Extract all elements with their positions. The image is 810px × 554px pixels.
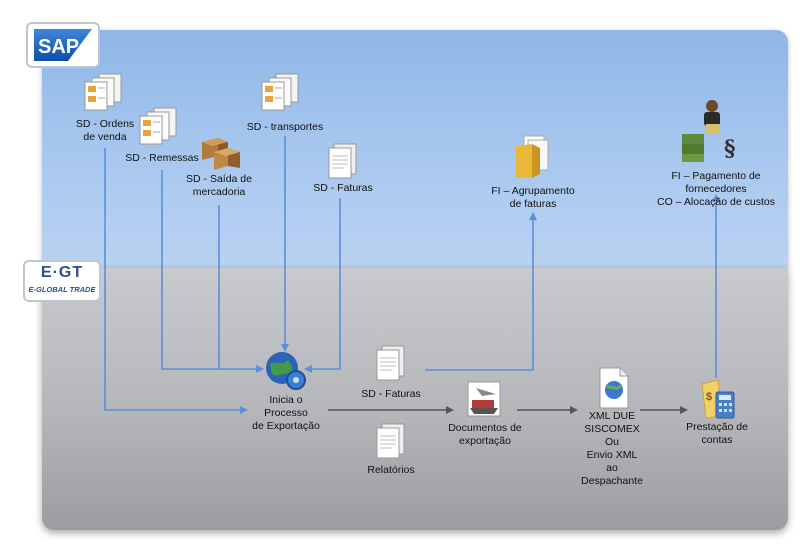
export-documents-icon <box>467 381 501 417</box>
svg-text:§: § <box>724 136 736 162</box>
boxes-icon <box>202 138 240 170</box>
document-stack-icon <box>84 73 122 111</box>
label-sd-remessas: SD - Remessas <box>125 152 199 164</box>
arrow-ordens-to-inicia <box>104 148 248 414</box>
globe-gear-icon <box>266 352 306 390</box>
egt-logo: E·GT E-GLOBAL TRADE <box>23 260 101 302</box>
svg-text:$: $ <box>706 391 712 403</box>
label-relatorios: Relatórios <box>367 464 415 476</box>
payment-icon: § <box>682 100 736 162</box>
egt-logo-subtitle: E-GLOBAL TRADE <box>28 285 96 294</box>
document-stack-icon <box>261 73 299 111</box>
invoice-document-icon <box>328 143 357 179</box>
egt-panel <box>42 268 788 530</box>
invoice-document-icon <box>376 345 405 381</box>
sap-panel <box>42 30 788 268</box>
xml-document-icon <box>599 367 629 409</box>
folder-icon <box>516 135 549 178</box>
label-sd-transportes: SD - transportes <box>246 121 324 133</box>
sap-logo-icon: SAP <box>34 29 92 61</box>
label-sd-faturas-bottom: SD - Faturas <box>361 388 421 400</box>
document-stack-icon <box>139 107 177 145</box>
sap-logo: SAP <box>26 22 100 68</box>
label-sd-faturas-top: SD - Faturas <box>313 182 373 194</box>
egt-logo-title: E·GT <box>40 264 84 281</box>
sap-logo-text: SAP <box>38 36 79 58</box>
arrow-remessas-to-inicia <box>161 170 264 373</box>
arrow-faturas-to-agrupamento <box>425 212 537 371</box>
accounting-calculator-icon: $ <box>701 379 735 419</box>
arrow-faturas-to-inicia <box>304 198 341 373</box>
report-document-icon <box>376 423 405 459</box>
